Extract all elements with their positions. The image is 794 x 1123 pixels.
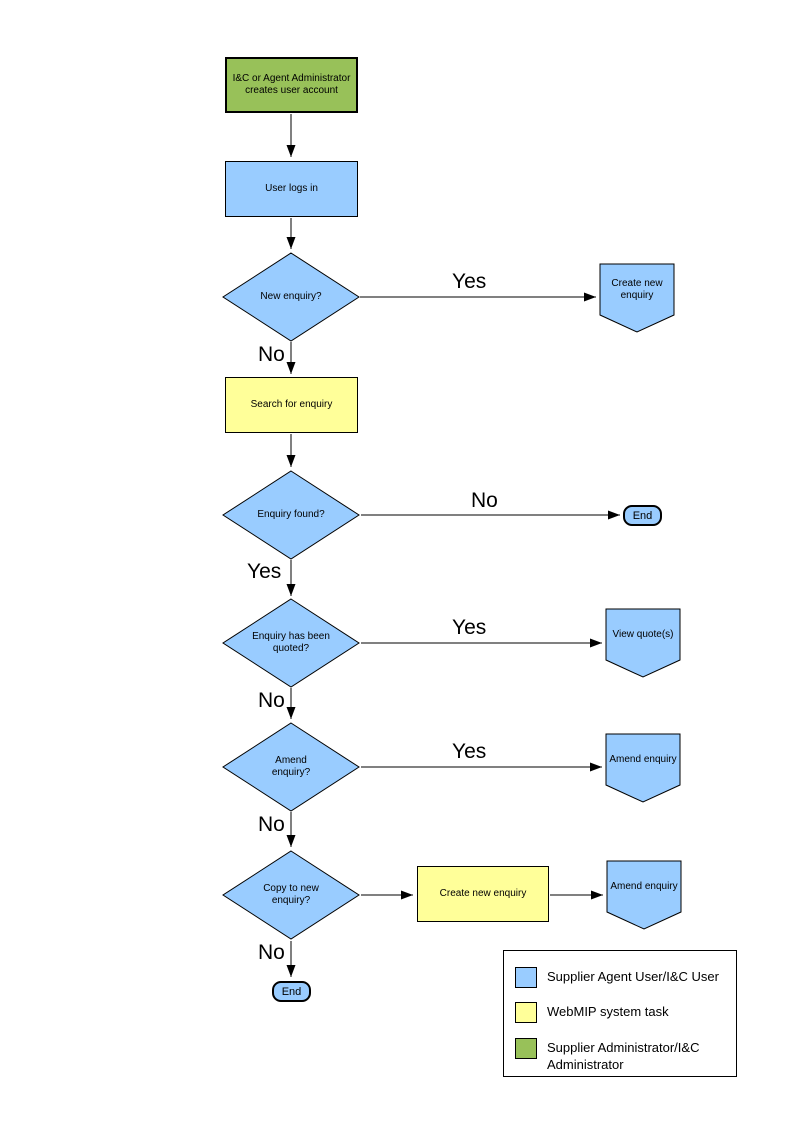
diamond-shape <box>222 598 360 688</box>
edge-label-yes: Yes <box>452 740 487 763</box>
legend-label: Supplier Administrator/I&C Administrator <box>547 1040 700 1072</box>
legend-label: WebMIP system task <box>547 1004 669 1019</box>
connector-label: Amend enquiry <box>610 880 678 892</box>
pentagon-shape <box>599 263 675 333</box>
connector-amend-enquiry-bottom: Amend enquiry <box>606 860 682 930</box>
legend-swatch-green <box>515 1038 537 1059</box>
edge-label-no: No <box>258 343 285 366</box>
legend-item-admin: Supplier Administrator/I&C Administrator <box>515 1038 729 1074</box>
diamond-shape <box>222 722 360 812</box>
legend-item-user: Supplier Agent User/I&C User <box>515 967 729 988</box>
node-user-logs-in: User logs in <box>225 161 358 217</box>
decision-new-enquiry: New enquiry? <box>222 252 360 342</box>
edge-label-yes: Yes <box>247 560 282 583</box>
decision-label: New enquiry? <box>260 290 322 302</box>
legend-swatch-blue <box>515 967 537 988</box>
edge-label-yes: Yes <box>452 270 487 293</box>
decision-label: Amend enquiry? <box>271 754 311 779</box>
legend-label: Supplier Agent User/I&C User <box>547 969 719 984</box>
diamond-shape <box>222 252 360 342</box>
legend-swatch-yellow <box>515 1002 537 1023</box>
connector-label: View quote(s) <box>612 628 674 640</box>
connector-label: Create new enquiry <box>611 277 663 302</box>
edge-label-no: No <box>258 689 285 712</box>
node-create-new-enquiry-task: Create new enquiry <box>417 866 549 922</box>
connector-view-quotes: View quote(s) <box>605 608 681 678</box>
decision-label: Copy to new enquiry? <box>263 882 319 907</box>
pentagon-shape <box>605 733 681 803</box>
decision-enquiry-found: Enquiry found? <box>222 470 360 560</box>
decision-label: Enquiry found? <box>257 508 325 520</box>
edge-label-no: No <box>258 813 285 836</box>
decision-copy-to-new-enquiry: Copy to new enquiry? <box>222 850 360 940</box>
node-search-for-enquiry: Search for enquiry <box>225 377 358 433</box>
legend-item-system: WebMIP system task <box>515 1002 729 1023</box>
connector-label: Amend enquiry <box>609 753 677 765</box>
connector-amend-enquiry: Amend enquiry <box>605 733 681 803</box>
edge-label-no: No <box>471 489 498 512</box>
terminator-end-bottom: End <box>272 981 311 1002</box>
diamond-shape <box>222 850 360 940</box>
edge-label-no: No <box>258 941 285 964</box>
pentagon-shape <box>606 860 682 930</box>
terminator-end-right: End <box>623 505 662 526</box>
diamond-shape <box>222 470 360 560</box>
node-admin-creates-account: I&C or Agent Administrator creates user … <box>225 57 358 113</box>
decision-enquiry-quoted: Enquiry has been quoted? <box>222 598 360 688</box>
pentagon-shape <box>605 608 681 678</box>
legend-box: Supplier Agent User/I&C User WebMIP syst… <box>503 950 737 1077</box>
decision-label: Enquiry has been quoted? <box>252 630 330 655</box>
edge-label-yes: Yes <box>452 616 487 639</box>
connector-create-new-enquiry: Create new enquiry <box>599 263 675 333</box>
decision-amend-enquiry: Amend enquiry? <box>222 722 360 812</box>
